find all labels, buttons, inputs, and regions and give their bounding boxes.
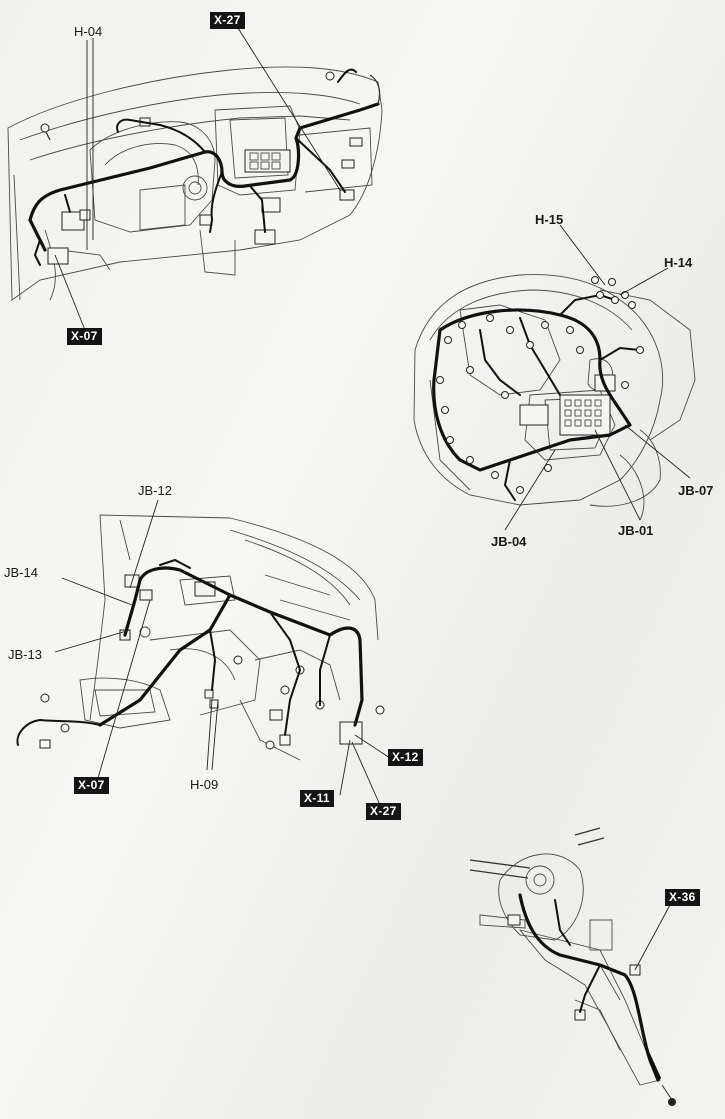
engine-bay-harness-drawing	[413, 224, 696, 531]
label-jb-13: JB-13	[8, 647, 42, 662]
label-h-09: H-09	[190, 777, 219, 792]
tag-x-07-top: X-07	[67, 328, 102, 345]
label-jb-01: JB-01	[618, 523, 654, 538]
tag-x-11: X-11	[300, 790, 334, 807]
label-h-14: H-14	[664, 255, 693, 270]
tag-x-12: X-12	[388, 749, 423, 766]
label-jb-12: JB-12	[138, 483, 172, 498]
label-h-04: H-04	[74, 24, 103, 39]
interior-harness-drawing	[16, 499, 391, 806]
tag-x-27-top: X-27	[210, 12, 245, 29]
tag-x-36: X-36	[665, 889, 700, 906]
label-jb-04: JB-04	[491, 534, 527, 549]
steering-column-drawing	[469, 827, 676, 1106]
label-h-15: H-15	[535, 212, 564, 227]
tag-x-07-mid: X-07	[74, 777, 109, 794]
label-jb-14: JB-14	[4, 565, 38, 580]
label-jb-07: JB-07	[678, 483, 714, 498]
tag-x-27-mid: X-27	[366, 803, 401, 820]
dashboard-harness-drawing	[7, 27, 383, 331]
